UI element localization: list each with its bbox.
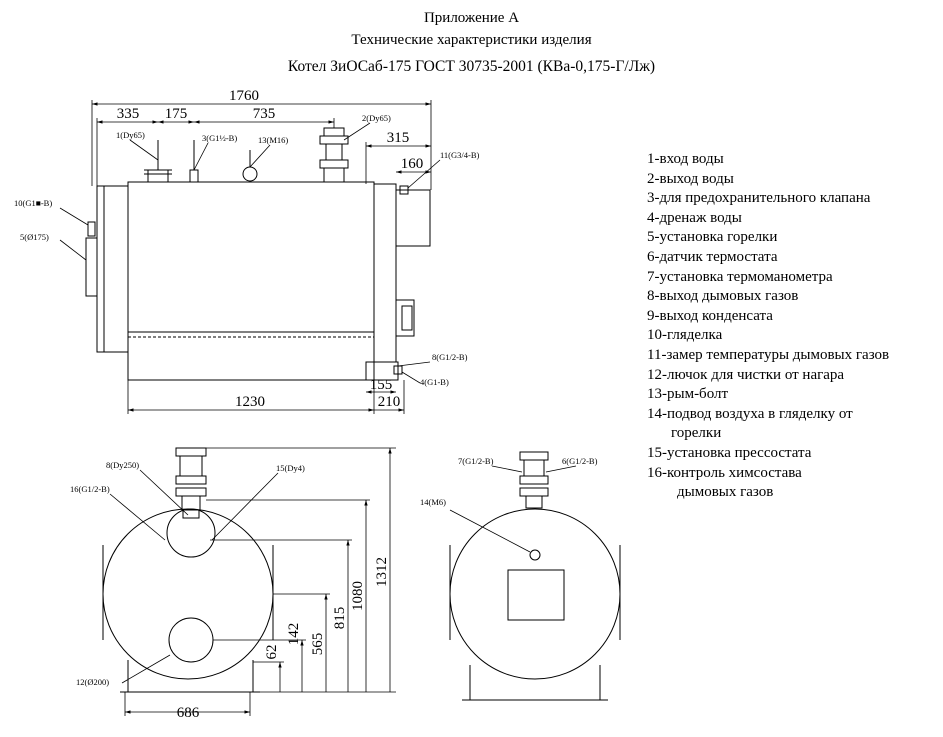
rear-view [449,451,621,701]
callout-15: 15(Dу4) [276,463,305,473]
callout-1: 1(Dу65) [116,130,145,140]
side-dimensions [59,100,441,414]
dim-686: 686 [177,705,200,721]
legend-item: 11-замер температуры дымовых газов [647,346,890,363]
callout-4: 4(G1-В) [420,377,449,387]
dim-315: 315 [387,130,410,146]
dim-210: 210 [378,394,401,410]
side-view [85,127,431,381]
front-door [96,185,129,353]
boiler-shell [127,181,375,381]
legend-item: 16-контроль химсостава [647,464,802,481]
dimension-labels: 1760 335 175 735 315 160 1230 155 210 68… [117,88,424,721]
legend-item: 5-установка горелки [647,229,778,246]
callout-12: 12(Ø200) [76,677,109,687]
appendix-title: Приложение А [423,10,520,26]
dim-62: 62 [264,645,280,660]
callout-6: 6(G1/2-В) [562,456,598,466]
callout-labels: 1(Dу65) 3(G1½-В) 13(М16) 2(Dу65) 11(G3/4… [14,113,598,687]
dim-155: 155 [370,377,393,393]
dim-565: 565 [310,633,326,656]
legend: 1-вход воды 2-выход воды 3-для предохран… [647,150,889,503]
flue-plate [507,569,565,621]
callout-5: 5(Ø175) [20,232,49,242]
dim-815: 815 [332,607,348,630]
legend-item: 4-дренаж воды [647,209,742,226]
cleaning-hatch [168,617,214,663]
front-shell [102,508,274,680]
legend-item: 14-подвод воздуха в гляделку от [647,405,853,422]
legend-item: 12-лючок для чистки от нагара [647,366,845,383]
callout-3: 3(G1½-В) [202,133,237,143]
dim-335: 335 [117,106,140,122]
callout-10: 10(G1■-В) [14,198,52,208]
dim-1312: 1312 [374,557,390,587]
callout-8-side: 8(G1/2-В) [432,352,468,362]
legend-item: 15-установка прессостата [647,444,812,461]
dim-1230: 1230 [235,394,265,410]
legend-item-continuation: дымовых газов [677,484,774,501]
legend-item: 9-выход конденсата [647,307,773,324]
legend-item: 6-датчик термостата [647,248,778,265]
legend-item: 3-для предохранительного клапана [647,190,871,207]
front-dimensions [109,447,396,716]
burner-port [85,237,98,297]
dim-160: 160 [401,156,424,172]
spec-title: Технические характеристики изделия [351,32,592,48]
callout-2: 2(Dу65) [362,113,391,123]
callout-13: 13(М16) [258,135,288,145]
dim-735: 735 [253,106,276,122]
front-view [102,447,274,693]
legend-item-continuation: горелки [671,425,722,442]
dim-142: 142 [286,623,302,646]
legend-item: 1-вход воды [647,151,724,167]
smoke-box [373,183,397,363]
boiler-model-title: Котел ЗиОСаб-175 ГОСТ 30735-2001 (КВа-0,… [287,58,656,75]
dim-175: 175 [165,106,188,122]
dim-1760: 1760 [229,88,259,104]
callout-8-front: 8(Dу250) [106,460,139,470]
legend-item: 2-выход воды [647,170,734,187]
legend-item: 7-установка термоманометра [647,268,833,285]
rear-shell [449,508,621,680]
legend-item: 8-выход дымовых газов [647,288,799,305]
legend-item: 13-рым-болт [647,386,729,403]
callout-7: 7(G1/2-В) [458,456,494,466]
callout-16: 16(G1/2-В) [70,484,110,494]
legend-item: 10-гляделка [647,327,723,344]
rear-leaders [449,465,577,553]
flue-outlet [395,189,431,247]
dim-1080: 1080 [350,581,366,611]
callout-11: 11(G3/4-В) [440,150,480,160]
callout-14: 14(М6) [420,497,446,507]
